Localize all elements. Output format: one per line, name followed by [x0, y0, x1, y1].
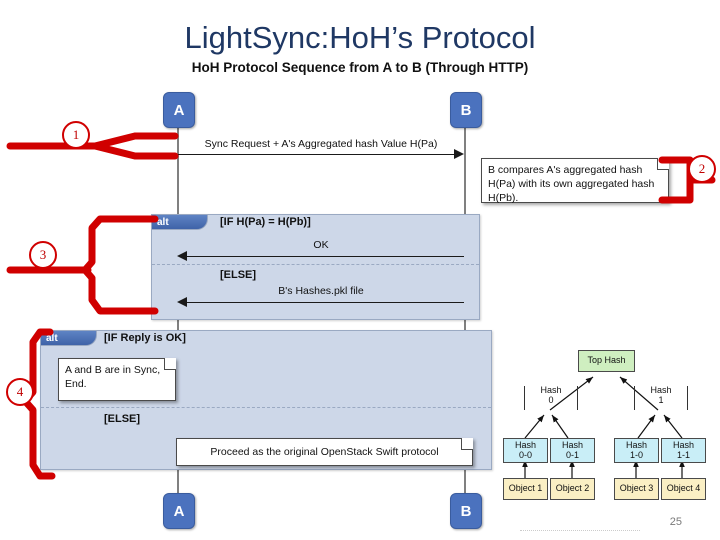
- note-fold-icon: [461, 438, 473, 450]
- message-3-arrowhead: [177, 297, 187, 307]
- merkle-node-hash-0-1-line2: 0-1: [565, 449, 579, 460]
- merkle-node-hash-0-1-line1: Hash: [561, 439, 583, 450]
- merkle-node-object-2: Object 2: [550, 478, 595, 500]
- alt-block-1-if-condition: [IF H(Pa) = H(Pb)]: [220, 216, 311, 228]
- alt-block-1: alt [IF H(Pa) = H(Pb)] [ELSE]: [151, 214, 480, 320]
- alt-block-1-else-condition: [ELSE]: [220, 269, 257, 281]
- note-proceed-swift-text: Proceed as the original OpenStack Swift …: [210, 445, 439, 458]
- merkle-node-object-3-label: Object 3: [619, 483, 654, 494]
- merkle-node-object-3: Object 3: [614, 478, 659, 500]
- page-title: LightSync:HoH’s Protocol: [184, 20, 536, 55]
- merkle-node-object-1-label: Object 1: [508, 483, 543, 494]
- merkle-tick-left-0: [524, 386, 525, 410]
- red-annotation-3-number: 3: [29, 241, 57, 269]
- footer-divider: [520, 530, 640, 532]
- merkle-tick-right-0: [577, 386, 578, 410]
- alt-block-2-else-condition: [ELSE]: [104, 413, 141, 425]
- actor-b-bottom-label: B: [460, 502, 472, 520]
- red-annotation-4-label: 4: [16, 384, 24, 399]
- red-annotation-1-number: 1: [62, 121, 90, 149]
- merkle-node-hash-1-1: Hash 1-1: [661, 438, 706, 463]
- alt-block-2-tag: alt: [41, 331, 97, 346]
- note-b-compares: B compares A's aggregated hash H(Pa) wit…: [481, 158, 669, 205]
- merkle-node-top-hash: Top Hash: [578, 350, 635, 372]
- merkle-node-hash-1-line1: Hash: [650, 385, 672, 395]
- alt-block-1-tag: alt: [152, 215, 208, 230]
- actor-b-top[interactable]: B: [450, 92, 482, 128]
- actor-a-bottom[interactable]: A: [163, 493, 195, 529]
- merkle-node-hash-0-0-line1: Hash: [514, 439, 536, 450]
- actor-a-bottom-label: A: [173, 502, 185, 520]
- merkle-node-object-4: Object 4: [661, 478, 706, 500]
- merkle-node-object-4-label: Object 4: [666, 483, 701, 494]
- merkle-node-hash-0-line1: Hash: [540, 385, 562, 395]
- message-3-label: B's Hashes.pkl file: [278, 285, 364, 297]
- merkle-node-hash-0: Hash 0: [530, 385, 572, 406]
- alt-block-1-separator: [152, 264, 479, 265]
- alt-block-2-separator: [41, 407, 491, 408]
- merkle-node-hash-0-0-line2: 0-0: [518, 449, 532, 460]
- red-annotation-2-number: 2: [688, 155, 716, 183]
- merkle-node-object-1: Object 1: [503, 478, 548, 500]
- red-annotation-3-label: 3: [39, 247, 47, 262]
- note-b-compares-text: B compares A's aggregated hash H(Pa) wit…: [488, 164, 655, 205]
- merkle-node-hash-1-0: Hash 1-0: [614, 438, 659, 463]
- message-2-arrowhead: [177, 251, 187, 261]
- merkle-node-hash-0-1: Hash 0-1: [550, 438, 595, 463]
- message-2-label: OK: [313, 239, 329, 251]
- merkle-node-hash-1-1-line1: Hash: [672, 439, 694, 450]
- note-a-b-in-sync: A and B are in Sync, End.: [58, 358, 176, 401]
- merkle-tree-edges: [522, 376, 685, 478]
- message-3-line: [187, 302, 464, 303]
- actor-a-top-label: A: [173, 101, 185, 119]
- merkle-node-object-2-label: Object 2: [555, 483, 590, 494]
- message-1-line: [178, 154, 455, 155]
- page-number: 25: [669, 516, 682, 528]
- merkle-node-hash-1: Hash 1: [640, 385, 682, 406]
- merkle-node-hash-0-line2: 0: [548, 394, 554, 405]
- actor-a-top[interactable]: A: [163, 92, 195, 128]
- red-annotation-1-label: 1: [72, 127, 80, 142]
- red-annotation-2-label: 2: [698, 161, 706, 176]
- merkle-tick-right-1: [687, 386, 688, 410]
- actor-b-bottom[interactable]: B: [450, 493, 482, 529]
- message-2-line: [187, 256, 464, 257]
- message-1-arrowhead: [454, 149, 464, 159]
- alt-block-2-if-condition: [IF Reply is OK]: [104, 332, 186, 344]
- note-fold-icon: [657, 158, 669, 170]
- red-annotation-4-number: 4: [6, 378, 34, 406]
- note-fold-icon: [164, 358, 176, 370]
- message-1-label: Sync Request + A's Aggregated hash Value…: [204, 138, 438, 150]
- merkle-node-hash-1-0-line1: Hash: [625, 439, 647, 450]
- actor-b-top-label: B: [460, 101, 472, 119]
- note-a-b-in-sync-text: A and B are in Sync, End.: [65, 364, 161, 391]
- merkle-node-hash-1-line2: 1: [658, 394, 664, 405]
- merkle-tree-diagram: Top Hash Hash 0 Hash 1 Hash 0-0 Hash 0-1…: [500, 350, 710, 510]
- merkle-tick-left-1: [634, 386, 635, 410]
- diagram-subtitle: HoH Protocol Sequence from A to B (Throu…: [191, 60, 529, 75]
- merkle-node-top-hash-label: Top Hash: [587, 355, 626, 366]
- merkle-node-hash-1-1-line2: 1-1: [676, 449, 690, 460]
- note-proceed-swift: Proceed as the original OpenStack Swift …: [176, 438, 473, 466]
- merkle-node-hash-1-0-line2: 1-0: [629, 449, 643, 460]
- merkle-node-hash-0-0: Hash 0-0: [503, 438, 548, 463]
